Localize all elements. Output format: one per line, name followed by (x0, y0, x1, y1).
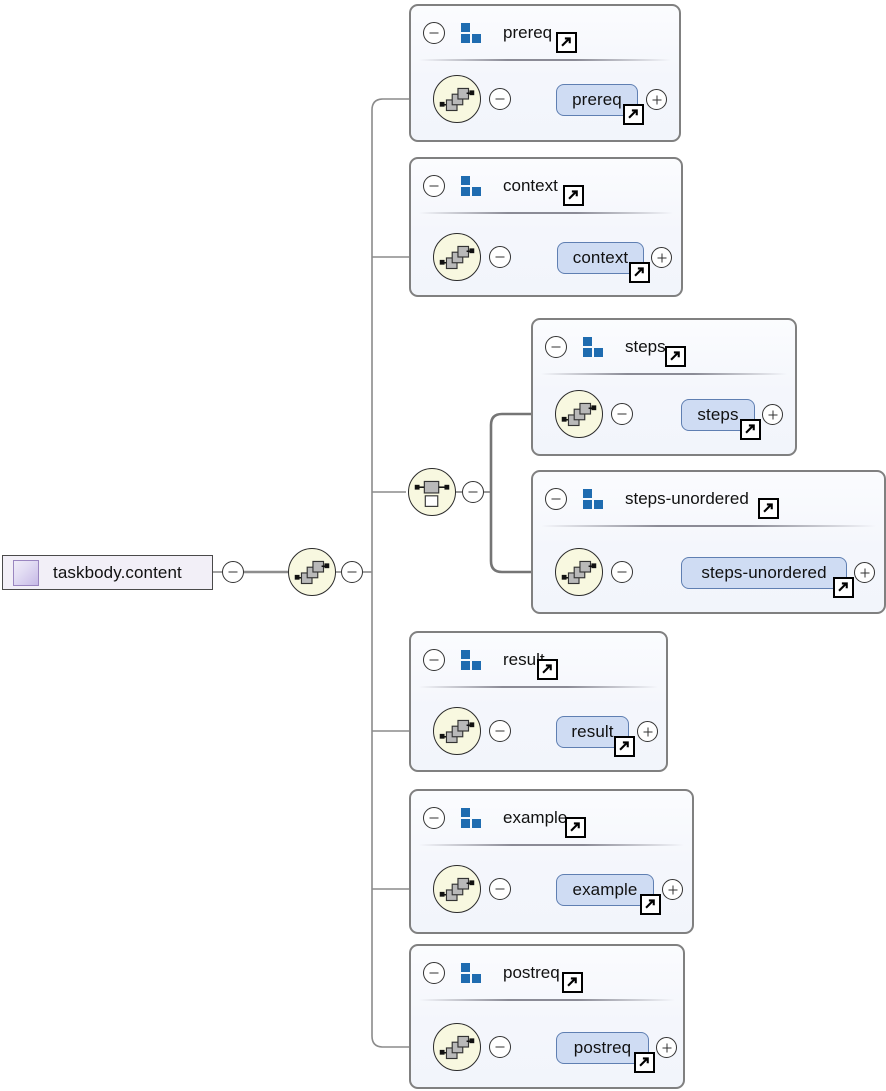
sequence-compositor-postreq[interactable] (433, 1023, 481, 1071)
external-link-icon[interactable] (614, 736, 635, 757)
group-title-context: context (503, 176, 558, 195)
element-label-example: example (572, 880, 638, 899)
group-header-context: context (411, 159, 681, 213)
element-label-postreq: postreq (573, 1038, 632, 1057)
external-link-icon[interactable] (665, 346, 686, 367)
group-collapse-toggle-example[interactable] (423, 807, 445, 829)
group-header-divider (419, 999, 675, 1001)
element-expand-toggle-steps[interactable] (762, 404, 783, 425)
group-header-postreq: postreq (411, 946, 683, 1000)
sequence-compositor-result[interactable] (433, 707, 481, 755)
element-expand-toggle-context[interactable] (651, 247, 672, 268)
group-title-result: result (503, 650, 545, 669)
group-header-prereq: prereq (411, 6, 679, 60)
element-expand-toggle-steps-unordered[interactable] (854, 562, 875, 583)
element-label-context: context (572, 248, 629, 267)
sequence-compositor-root[interactable] (288, 548, 336, 596)
model-group-swatch-icon (13, 559, 39, 586)
element-collapse-toggle-context[interactable] (489, 246, 511, 268)
element-label-steps-unordered: steps-unordered (701, 563, 827, 582)
root-sequence-collapse-toggle[interactable] (341, 561, 363, 583)
group-header-divider (419, 212, 673, 214)
external-link-icon[interactable] (640, 894, 661, 915)
group-collapse-toggle-steps[interactable] (545, 336, 567, 358)
element-collapse-toggle-postreq[interactable] (489, 1036, 511, 1058)
model-group-icon (461, 963, 483, 983)
element-collapse-toggle-example[interactable] (489, 878, 511, 900)
element-expand-toggle-prereq[interactable] (646, 89, 667, 110)
group-header-example: example (411, 791, 692, 845)
root-element-taskbody-content[interactable]: taskbody.content (2, 555, 213, 590)
root-element-label: taskbody.content (53, 562, 182, 582)
group-header-divider (419, 686, 658, 688)
external-link-icon[interactable] (740, 419, 761, 440)
sequence-compositor-prereq[interactable] (433, 75, 481, 123)
element-label-steps: steps (697, 405, 739, 424)
external-link-icon[interactable] (634, 1052, 655, 1073)
group-header-result: result (411, 633, 666, 687)
group-title-postreq: postreq (503, 963, 560, 982)
model-group-icon (461, 650, 483, 670)
external-link-icon[interactable] (623, 104, 644, 125)
element-collapse-toggle-result[interactable] (489, 720, 511, 742)
group-header-divider (541, 525, 876, 527)
group-collapse-toggle-postreq[interactable] (423, 962, 445, 984)
sequence-compositor-steps[interactable] (555, 390, 603, 438)
external-link-icon[interactable] (537, 659, 558, 680)
sequence-compositor-steps-unordered[interactable] (555, 548, 603, 596)
external-link-icon[interactable] (758, 498, 779, 519)
group-title-example: example (503, 808, 568, 827)
external-link-icon[interactable] (563, 185, 584, 206)
external-link-icon[interactable] (556, 32, 577, 53)
group-collapse-toggle-result[interactable] (423, 649, 445, 671)
element-label-prereq: prereq (572, 90, 622, 109)
sequence-compositor-context[interactable] (433, 233, 481, 281)
external-link-icon[interactable] (833, 577, 854, 598)
element-collapse-toggle-steps[interactable] (611, 403, 633, 425)
choice-collapse-toggle[interactable] (462, 481, 484, 503)
model-group-icon (461, 176, 483, 196)
group-title-steps: steps (625, 337, 666, 356)
element-collapse-toggle-prereq[interactable] (489, 88, 511, 110)
group-header-divider (541, 373, 787, 375)
root-collapse-toggle[interactable] (222, 561, 244, 583)
model-group-icon (461, 808, 483, 828)
model-group-icon (583, 337, 605, 357)
element-box-example[interactable]: example (556, 874, 654, 906)
element-box-steps-unordered[interactable]: steps-unordered (681, 557, 847, 589)
element-collapse-toggle-steps-unordered[interactable] (611, 561, 633, 583)
group-header-divider (419, 59, 671, 61)
external-link-icon[interactable] (562, 972, 583, 993)
group-header-divider (419, 844, 684, 846)
group-title-prereq: prereq (503, 23, 553, 42)
model-group-icon (583, 489, 605, 509)
choice-compositor[interactable] (408, 468, 456, 516)
model-group-icon (461, 23, 483, 43)
element-expand-toggle-result[interactable] (637, 721, 658, 742)
element-box-prereq[interactable]: prereq (556, 84, 638, 116)
element-label-result: result (571, 722, 614, 741)
group-header-steps-unordered: steps-unordered (533, 472, 884, 526)
group-title-steps-unordered: steps-unordered (625, 489, 749, 508)
group-collapse-toggle-context[interactable] (423, 175, 445, 197)
sequence-compositor-example[interactable] (433, 865, 481, 913)
group-collapse-toggle-steps-unordered[interactable] (545, 488, 567, 510)
external-link-icon[interactable] (565, 817, 586, 838)
element-box-postreq[interactable]: postreq (556, 1032, 649, 1064)
group-header-steps: steps (533, 320, 795, 374)
element-expand-toggle-postreq[interactable] (656, 1037, 677, 1058)
group-collapse-toggle-prereq[interactable] (423, 22, 445, 44)
external-link-icon[interactable] (629, 262, 650, 283)
element-expand-toggle-example[interactable] (662, 879, 683, 900)
